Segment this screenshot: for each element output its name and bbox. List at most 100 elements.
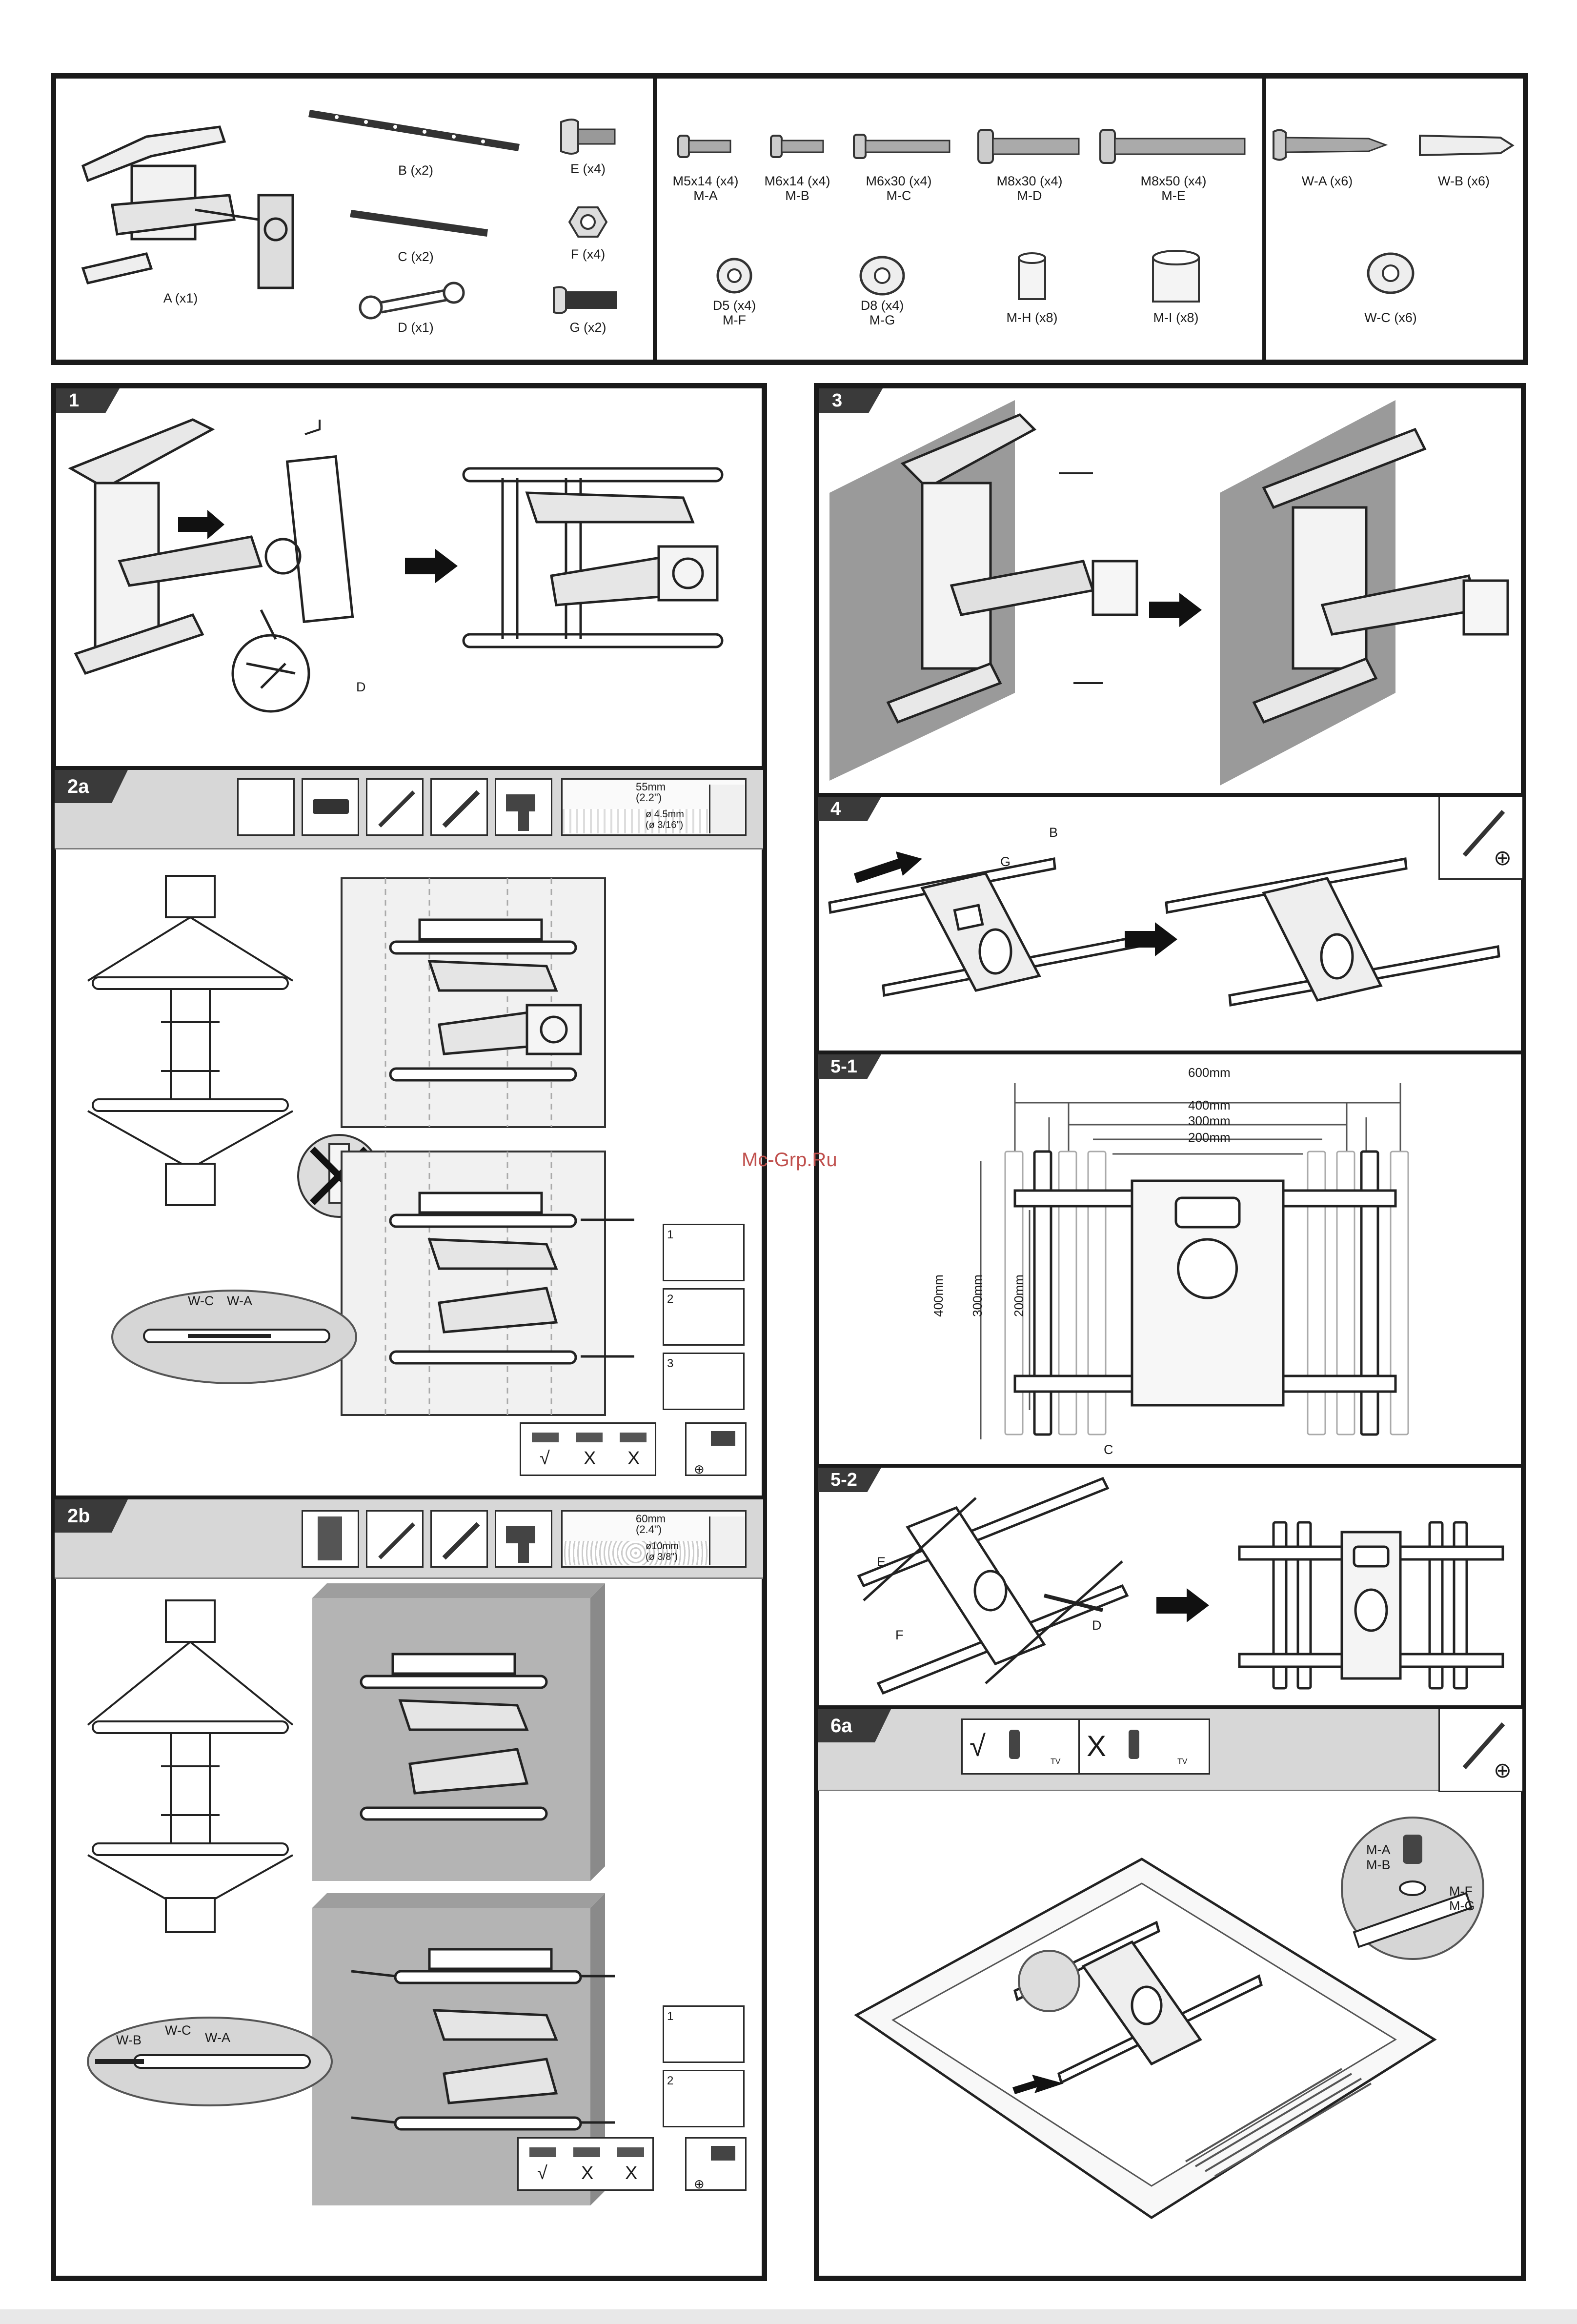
part-g-label: G (x2) <box>569 320 607 335</box>
screw-m-b-code: M-B <box>785 188 809 203</box>
wrong-spacer-usage-box: X TV <box>1078 1718 1210 1775</box>
step-2b-level-diagram <box>87 1599 294 1933</box>
part-e-label: E (x4) <box>570 162 606 176</box>
part-a-wall-arm-drawing <box>81 125 294 289</box>
washer-m-f-code: M-F <box>723 313 746 327</box>
washer-m-f-drawing <box>716 258 752 294</box>
tool-concrete-icon <box>302 1510 359 1568</box>
callout-b-4: B <box>1049 825 1058 840</box>
step-2a-level-diagram <box>87 875 294 1206</box>
screw-m-d-code: M-D <box>1017 188 1042 203</box>
step-3-result-drawing <box>1220 400 1509 786</box>
dim-200mm-h: 200mm <box>1188 1130 1231 1145</box>
part-f-label: F (x4) <box>570 247 606 262</box>
page-bottom-bar <box>0 2309 1577 2324</box>
screw-m-a-size: M5x14 (x4) <box>672 174 739 188</box>
phillips-icon-6a: ⊕ <box>1494 1758 1512 1782</box>
step-2b-detail-magnifier <box>87 2017 333 2106</box>
drill-depth-spec-box-2b: 60mm (2.4") ø10mm (ø 3/8") <box>561 1510 747 1568</box>
callout-m-a-6a: M-A <box>1366 1842 1391 1857</box>
screw-m-e-code: M-E <box>1161 188 1186 203</box>
part-d-wrench-drawing <box>359 282 465 320</box>
substep-1-2b: 1 <box>663 2005 745 2063</box>
drill-diameter-in-2a: (ø 3/16") <box>646 820 684 830</box>
drill-diameter-in-2b: (ø 3/8") <box>646 1552 678 1562</box>
part-g-screw-drawing <box>553 286 617 314</box>
drill-depth-2b: 60mm <box>636 1513 666 1525</box>
drill-depth-in-2a: (2.2") <box>636 791 662 804</box>
wood-screw-w-a-label: W-A (x6) <box>1301 174 1353 188</box>
substep-2-2b: 2 <box>663 2070 745 2127</box>
phillips-icon-4: ⊕ <box>1494 846 1512 870</box>
tool-drill-icon-2b <box>495 1510 552 1568</box>
spacer-m-h-label: M-H (x8) <box>1006 310 1058 325</box>
screw-m-c-code: M-C <box>886 188 911 203</box>
callout-c-5-1: C <box>1104 1442 1113 1457</box>
callout-m-g-6a: M-G <box>1449 1899 1475 1913</box>
tool-pencil-icon-2b <box>430 1510 488 1568</box>
part-c-rail-drawing <box>350 210 488 237</box>
tool-drill-icon <box>495 778 552 836</box>
level-no2-2a: X <box>627 1448 640 1469</box>
step-2a-wall-lower-drawing <box>341 1151 634 1416</box>
screw-m-a-drawing <box>677 135 731 158</box>
screw-m-e-size: M8x50 (x4) <box>1140 174 1207 188</box>
right-separator-3 <box>818 1464 1522 1468</box>
callout-d-5-2: D <box>1092 1618 1102 1633</box>
correct-check: √ <box>970 1730 986 1762</box>
dim-600mm: 600mm <box>1188 1065 1231 1080</box>
washer-m-g-size: D8 (x4) <box>860 298 904 313</box>
dim-300mm-h: 300mm <box>1188 1113 1231 1128</box>
wrong-screw-icon <box>1129 1730 1139 1759</box>
screw-m-a-code: M-A <box>693 188 718 203</box>
substep-2-2a: 2 <box>663 1288 745 1346</box>
dim-300mm-v: 300mm <box>970 1274 985 1317</box>
screw-m-d-drawing <box>977 129 1080 164</box>
wood-screw-w-a-drawing <box>1273 129 1388 161</box>
washer-m-g-drawing <box>859 256 905 296</box>
step-4-result-drawing <box>1165 857 1500 1007</box>
washer-w-c-drawing <box>1367 252 1415 294</box>
screw-m-d-size: M8x30 (x4) <box>996 174 1063 188</box>
washer-m-g-code: M-G <box>869 313 895 327</box>
step-1-callout-d: D <box>356 680 366 694</box>
step-4-bracket-assembly-drawing <box>828 851 1139 997</box>
part-f-nut-drawing <box>568 206 608 238</box>
level-check-box-2b: √ X X <box>517 2137 654 2191</box>
step-6a-tv-back-drawing <box>854 1858 1437 2219</box>
washer-w-c-label: W-C (x6) <box>1364 310 1417 325</box>
left-separator-1 <box>55 766 763 770</box>
dim-400mm-h: 400mm <box>1188 1098 1231 1112</box>
callout-m-b-6a: M-B <box>1366 1858 1391 1872</box>
vesa-dimension-diagram <box>980 1083 1409 1439</box>
part-b-rail-drawing <box>308 110 520 151</box>
tool-pencil-icon <box>430 778 488 836</box>
anchor-w-b-drawing <box>1419 134 1515 157</box>
step-1-arrow-icon <box>405 549 458 583</box>
parts-divider-2 <box>1262 77 1266 361</box>
part-c-label: C (x2) <box>398 249 434 264</box>
drill-depth-spec-box: 55mm (2.2") ø 4.5mm (ø 3/16") <box>561 778 747 836</box>
level-ok-2b: √ <box>537 2163 547 2183</box>
right-separator-2 <box>818 1051 1522 1054</box>
screwdriver-box-4: ⊕ <box>1438 797 1522 880</box>
part-d-label: D (x1) <box>398 320 434 335</box>
callout-w-c-2b: W-C <box>165 2023 191 2038</box>
step-6a-screw-detail-magnifier <box>1341 1817 1484 1960</box>
callout-m-f-6a: M-F <box>1449 1884 1473 1899</box>
step-5-2-tag: 5-2 <box>818 1468 881 1492</box>
step-1-result-drawing <box>462 467 724 648</box>
phillips-icon: ⊕ <box>694 1462 705 1476</box>
spacer-m-h-drawing <box>1018 252 1046 300</box>
screw-m-e-drawing <box>1099 129 1246 164</box>
step-5-2-arrow-icon <box>1156 1588 1209 1622</box>
screw-m-b-drawing <box>770 135 824 158</box>
parts-list-frame <box>51 73 1528 365</box>
screw-m-c-size: M6x30 (x4) <box>866 174 932 188</box>
step-2a-wall-upper-drawing <box>341 877 606 1128</box>
right-separator-4 <box>818 1705 1522 1709</box>
tool-electronic-finder-icon <box>302 778 359 836</box>
callout-w-c-2a: W-C <box>188 1293 214 1308</box>
substep-3-2a: 3 <box>663 1353 745 1410</box>
tool-screwdriver-icon-2b <box>366 1510 424 1568</box>
